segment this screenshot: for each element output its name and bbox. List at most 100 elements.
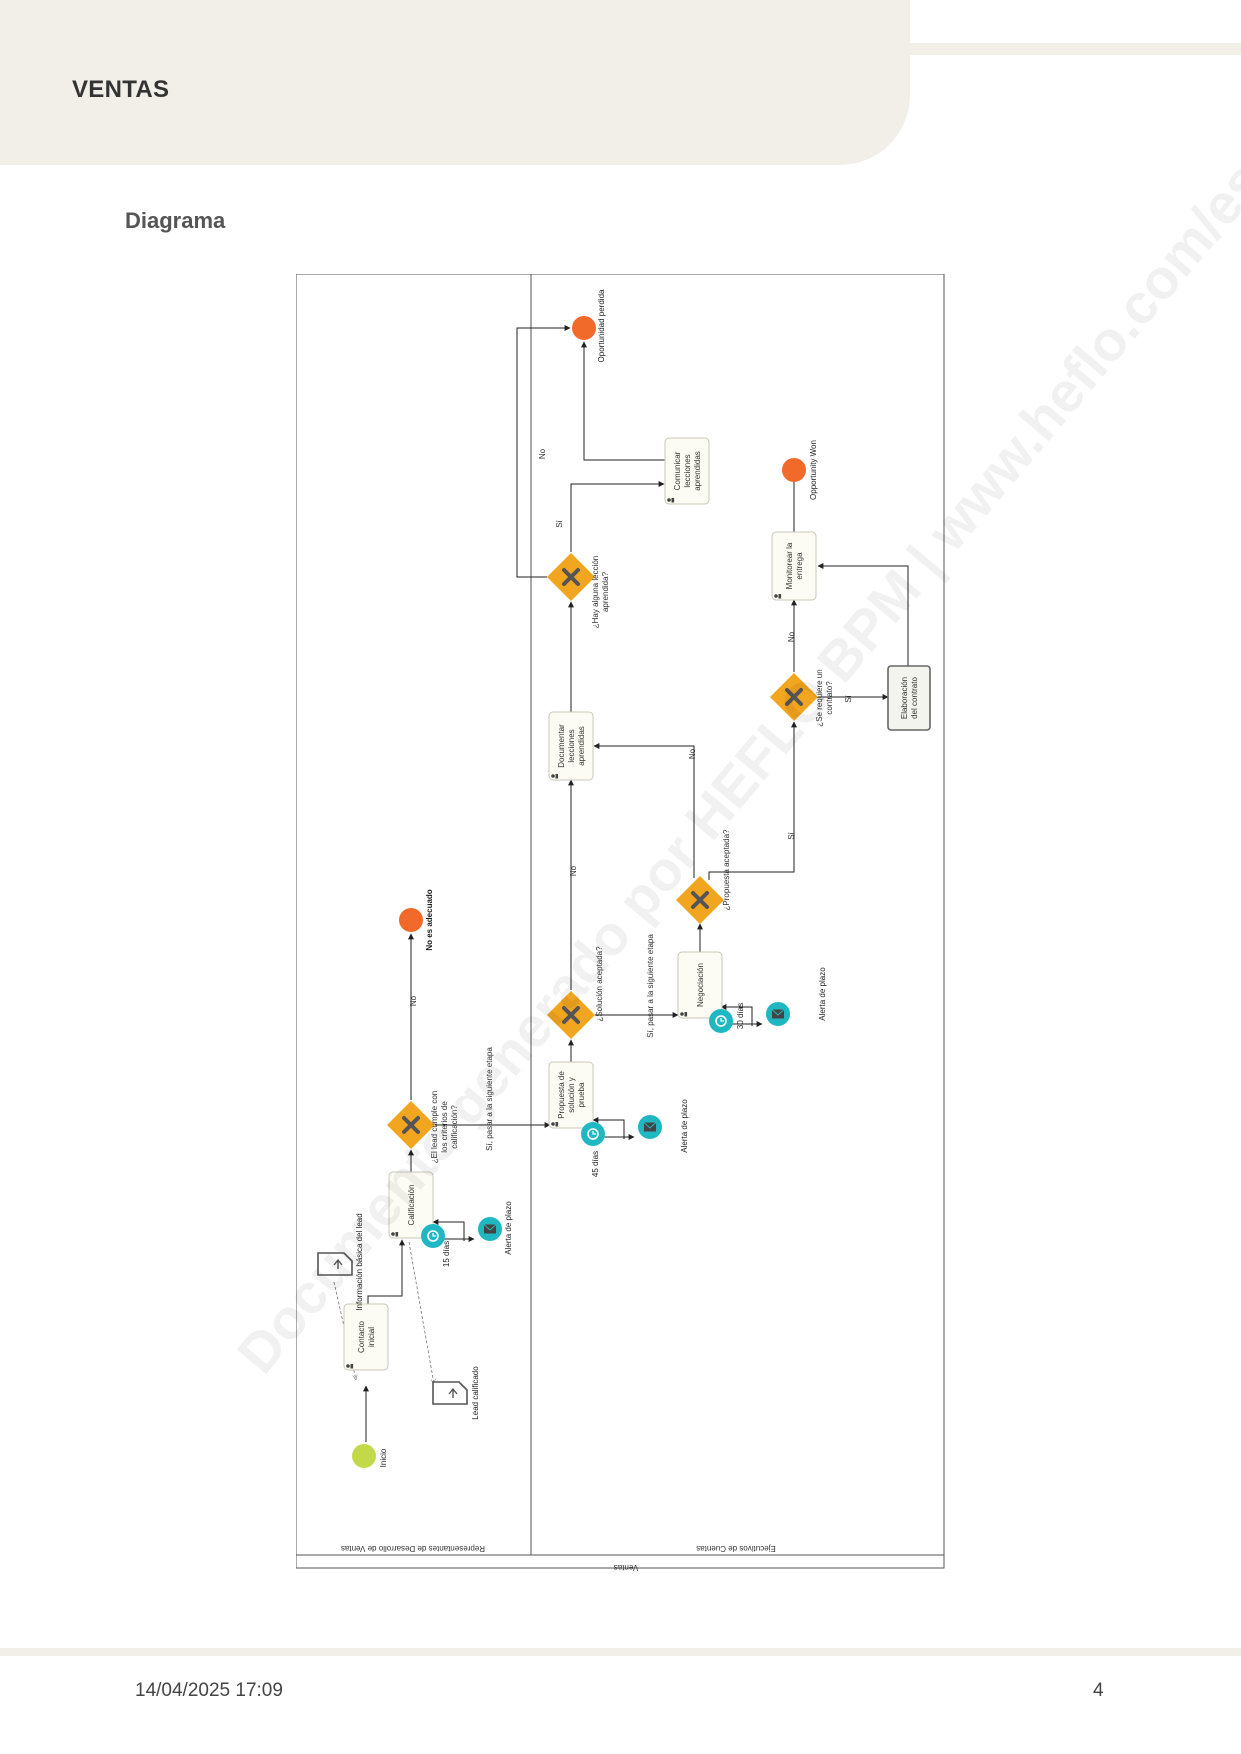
start-event (352, 1444, 376, 1468)
section-title: Diagrama (125, 208, 226, 233)
lane-label-ejecutivos-text: Ejecutivos de Cuentas (696, 1544, 776, 1553)
flow-contacto-calificacion (367, 1239, 405, 1304)
flow-label-no-monitorear-text: No (787, 631, 796, 642)
task-elaboracion-line2: del contrato (910, 677, 919, 719)
alerta-plazo-45 (638, 1115, 662, 1139)
end-won-label-text: Opportunity Won (809, 440, 818, 500)
lane-label-representantes-text: Representantes de Desarrollo de Ventas (341, 1544, 485, 1553)
flow-gw3-documentar (593, 743, 695, 878)
flow-label-no-monitorear: No (787, 631, 796, 642)
timer-30-label: 30 días (736, 1003, 745, 1029)
envelope-icon (644, 1122, 656, 1132)
data-object-lead-calificado (432, 1381, 468, 1405)
clock-icon (427, 1230, 439, 1242)
end-event-opportunity-won (782, 458, 806, 482)
user-icon (551, 774, 559, 779)
footer-page-number: 4 (1093, 1680, 1104, 1701)
user-icon (680, 1012, 688, 1017)
task-negociacion-line1: Negociación (696, 963, 705, 1007)
task-comunicar-line1: Comunicar (673, 451, 682, 490)
gateway-criterios-line1: ¿El lead cumple con (430, 1091, 439, 1163)
clock-icon (715, 1015, 727, 1027)
timer-15-label-text: 15 días (442, 1241, 451, 1267)
gateway-contrato-line2: contrato? (825, 681, 834, 715)
flow-label-si-gw3-text: Sí (787, 831, 796, 839)
flow-gw3-gw5 (708, 721, 797, 880)
flow-elaboracion-monitorear (817, 563, 909, 666)
alerta-30-label: Alerta de plazo (818, 967, 827, 1021)
user-icon (667, 498, 675, 503)
task-propuesta-label: Propuesta de solución y prueba (557, 1071, 586, 1119)
task-documentar-line1: Documentar (557, 724, 566, 768)
user-icon (774, 594, 782, 599)
lane-label-ejecutivos: Ejecutivos de Cuentas (696, 1544, 776, 1553)
flow-label-si-contrato: Sí (844, 694, 853, 702)
alerta-45-label-text: Alerta de plazo (680, 1099, 689, 1153)
flow-label-si-pasar-1: Sí, pasar a la siguiente etapa (485, 1047, 494, 1151)
task-calificacion[interactable] (388, 1171, 434, 1239)
flow-label-si-leccion: Sí (555, 519, 564, 527)
alerta-15-label-text: Alerta de plazo (504, 1201, 513, 1255)
flow-label-no-gw3-text: No (688, 748, 697, 759)
header-strip (910, 43, 1241, 55)
alerta-15-label: Alerta de plazo (504, 1201, 513, 1255)
data-object-info-lead (317, 1252, 353, 1276)
footer-strip (0, 1648, 1241, 1656)
user-icon (391, 1232, 399, 1237)
task-elaboracion-line1: Elaboración (900, 677, 909, 719)
alerta-plazo-15 (478, 1217, 502, 1241)
gateway-solucion-label: ¿Solución aceptada? (595, 946, 604, 1022)
task-negociacion[interactable] (677, 951, 723, 1019)
gateway-criterios (387, 1101, 435, 1149)
task-comunicar[interactable] (664, 437, 710, 505)
gateway-contrato-line1: ¿Se requiere un (815, 669, 824, 726)
gateway-propuesta-line1: ¿Propuesta aceptada? (722, 829, 731, 910)
flow-comunicar-end-lost (581, 341, 665, 461)
x-icon (785, 688, 803, 706)
task-contacto-inicial[interactable] (343, 1303, 389, 1371)
task-propuesta-line1: Propuesta de (557, 1071, 566, 1119)
task-calificacion-line1: Calificación (407, 1185, 416, 1226)
gateway-criterios-line2: los criterios de (440, 1101, 449, 1153)
flow-label-si-gw3: Sí (787, 831, 796, 839)
end-event-oportunidad-perdida (572, 316, 596, 340)
gateway-contrato-label: ¿Se requiere un contrato? (815, 669, 834, 726)
bpmn-diagram: Ventas Representantes de Desarrollo de V… (296, 274, 945, 1572)
association-calificacion-lead-calificado (408, 1241, 434, 1384)
timer-45 (581, 1122, 605, 1146)
alerta-45-label: Alerta de plazo (680, 1099, 689, 1153)
flow-alerta15-calificacion (432, 1219, 465, 1241)
flow-label-no-documentar: No (569, 865, 578, 876)
task-documentar-line3: aprendidas (577, 726, 586, 766)
flow-gw4-end-lost (516, 325, 571, 578)
task-calificacion-label: Calificación (407, 1185, 416, 1226)
gateway-propuesta-label: ¿Propuesta aceptada? (722, 829, 731, 910)
task-monitorear-line2: entrega (795, 552, 804, 580)
info-lead-label: Información básica del lead (355, 1213, 364, 1310)
task-documentar[interactable] (548, 711, 594, 781)
task-elaboracion-contrato[interactable] (887, 665, 931, 731)
task-monitorear[interactable] (771, 531, 817, 601)
task-propuesta-line3: prueba (577, 1082, 586, 1107)
flow-label-no-gw3: No (688, 748, 697, 759)
task-comunicar-label: Comunicar lecciones aprendidas (673, 451, 702, 491)
task-documentar-label: Documentar lecciones aprendidas (557, 724, 586, 768)
flow-alerta45-propuesta (592, 1117, 625, 1139)
flow-label-no-unfit: No (409, 995, 418, 1006)
x-icon (562, 1006, 580, 1024)
timer-15-label: 15 días (442, 1241, 451, 1267)
task-negociacion-label: Negociación (696, 963, 705, 1007)
flow-gw4-comunicar (570, 481, 665, 552)
task-monitorear-line1: Monitorear la (785, 542, 794, 589)
gateway-leccion-label: ¿Hay alguna lección aprendida? (591, 556, 610, 628)
lead-calificado-label: Lead calificado (471, 1366, 480, 1420)
task-contacto-line2: inicial (367, 1327, 376, 1347)
alerta-30-label-text: Alerta de plazo (818, 967, 827, 1021)
page-title: VENTAS (72, 76, 170, 103)
task-monitorear-label: Monitorear la entrega (785, 542, 804, 589)
timer-15 (421, 1224, 445, 1248)
task-documentar-line2: lecciones (567, 729, 576, 762)
end-unfit-label-text: No es adecuado (425, 889, 434, 950)
task-propuesta[interactable] (548, 1061, 594, 1129)
gateway-criterios-line3: calificación? (450, 1105, 459, 1149)
